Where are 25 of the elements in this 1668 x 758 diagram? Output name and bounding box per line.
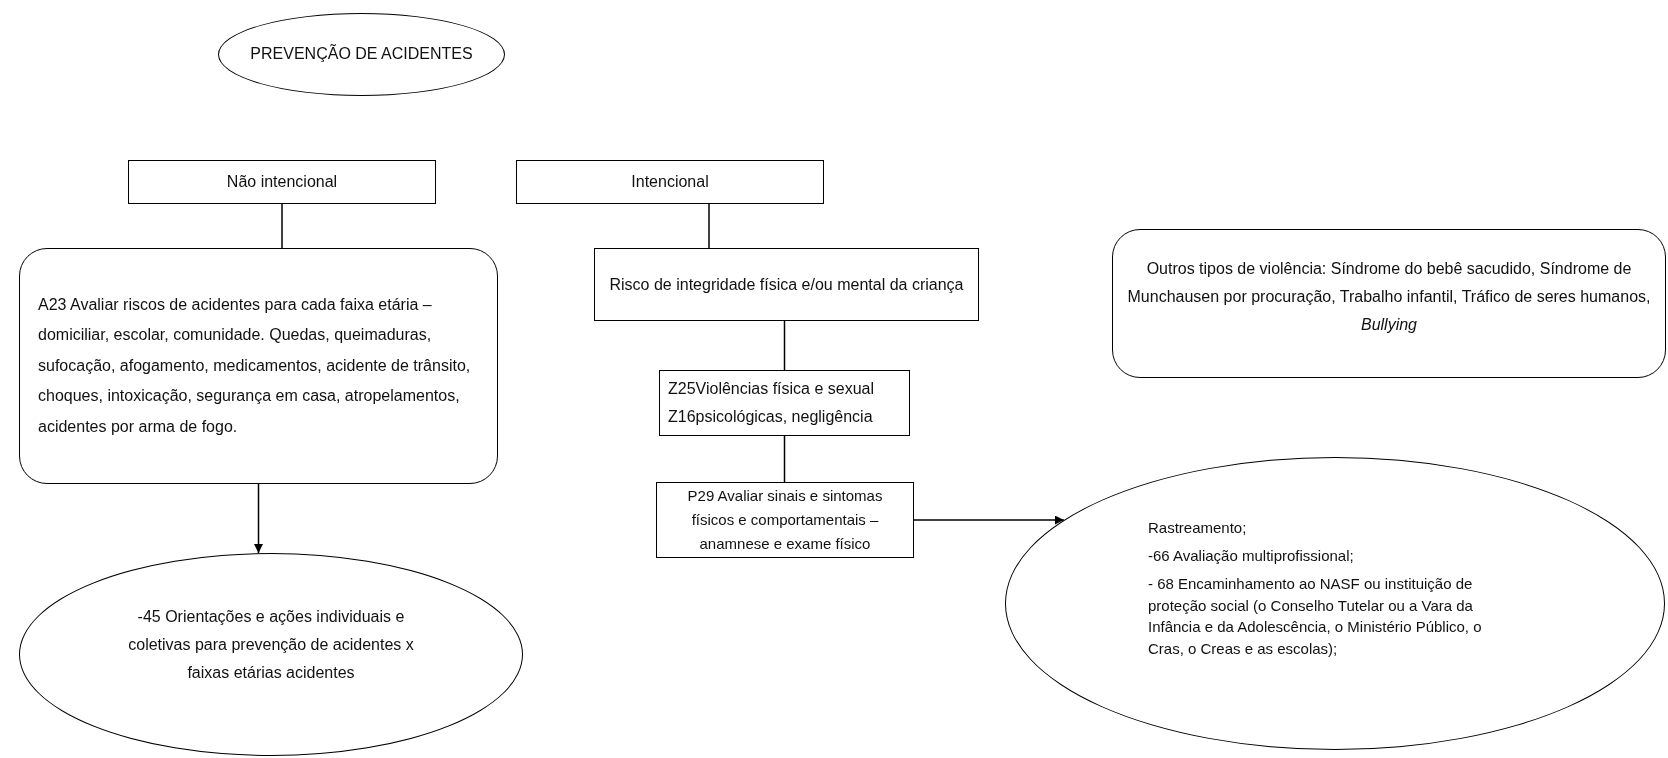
process-box xyxy=(594,248,979,321)
node-text: Risco de integridade física e/ou mental da criança xyxy=(609,274,964,295)
connector-line xyxy=(783,435,786,483)
node-text: P29 Avaliar sinais e sintomas físicos e comportamentais – anamnese e exame físico xyxy=(686,486,884,554)
connector-line xyxy=(708,203,710,249)
node-text: Intencional xyxy=(631,171,709,192)
node-text: -66 Avaliação multiprofissional; xyxy=(1148,546,1354,566)
arrow xyxy=(913,515,1065,525)
node-text: - 68 Encaminhamento ao NASF ou instituição de proteção social (o Conselho Tutelar ou a Vara da Infância e da Adolescência, o Ministério Público, o Cras, o Creas e as escolas); xyxy=(1148,573,1483,659)
node-text: Rastreamento; xyxy=(1148,518,1247,539)
process-box xyxy=(656,482,914,558)
connector-line xyxy=(281,203,283,249)
node-text: -45 Orientações e ações individuais e coletivas para prevenção de acidentes x faixas etárias acidentes xyxy=(127,606,415,683)
rounded-box xyxy=(1112,229,1666,378)
node-text: Z25Violências física e sexual Z16psicológicas, negligência xyxy=(668,379,876,427)
node-text: A23 Avaliar riscos de acidentes para cada faixa etária – domiciliar, escolar, comunidade. Quedas, queimaduras, sufocação, afogamento, medicamentos, acidente de trânsito, choques, intoxicação, segurança em casa, atropelamentos, acidentes por arma de fogo. xyxy=(38,295,472,437)
connector-line xyxy=(783,320,786,371)
arrow xyxy=(254,483,263,554)
process-box xyxy=(659,370,910,436)
process-box xyxy=(128,160,436,204)
node-text: Outros tipos de violência: Síndrome do bebê sacudido, Síndrome de Munchausen por procuração, Trabalho infantil, Tráfico de seres humanos, Bullying xyxy=(1127,258,1651,335)
process-box xyxy=(516,160,824,204)
rounded-box xyxy=(19,248,498,484)
node-text: Não intencional xyxy=(226,171,338,192)
node-text: PREVENÇÃO DE ACIDENTES xyxy=(250,44,473,65)
